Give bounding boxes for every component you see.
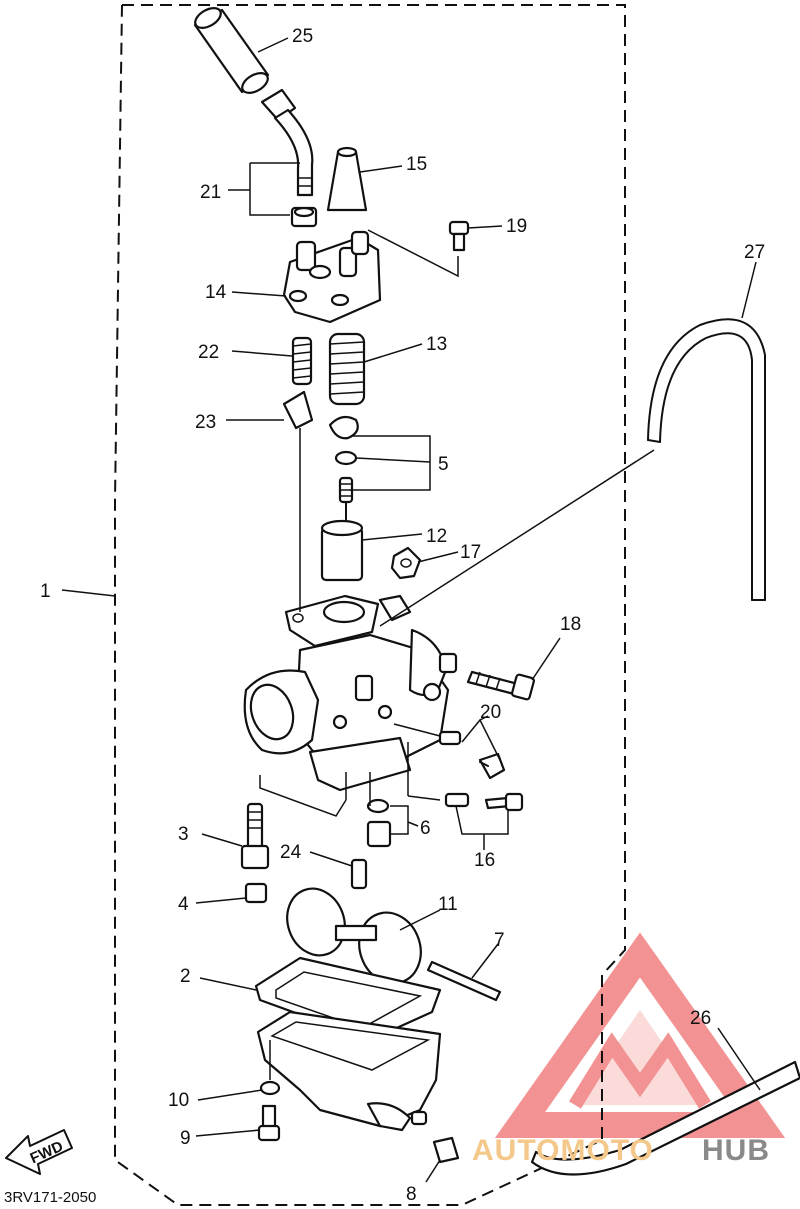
part-26-vent-hose <box>530 1060 800 1176</box>
callout-11: 11 <box>438 894 458 915</box>
callout-3: 3 <box>178 824 189 845</box>
callout-2: 2 <box>180 966 191 987</box>
callout-16: 16 <box>474 850 495 871</box>
fwd-label: FWD <box>28 1138 66 1167</box>
callout-1: 1 <box>40 581 51 602</box>
part-9-screw <box>257 1104 281 1142</box>
part-11-float <box>286 887 422 985</box>
part-24-pilot-jet <box>350 858 368 890</box>
carburetor-body <box>243 594 458 792</box>
part-8-drain-screw <box>410 1110 460 1164</box>
callout-22: 22 <box>198 342 219 363</box>
part-21-pipe <box>260 88 318 228</box>
callout-7: 7 <box>494 930 505 951</box>
part-5-clip <box>328 415 359 466</box>
callout-14: 14 <box>205 282 227 303</box>
part-19-screw <box>448 220 470 252</box>
callout-5: 5 <box>438 454 449 475</box>
part-2-gasket <box>254 956 442 1042</box>
callout-13: 13 <box>426 334 447 355</box>
callout-19: 19 <box>506 216 527 237</box>
watermark-text-a: AUTOMOTO <box>472 1134 654 1167</box>
part-3-jet-holder <box>240 802 270 870</box>
part-23-plunger <box>282 390 314 440</box>
part-27-overflow-hose <box>647 318 766 601</box>
fwd-arrow-icon: FWD <box>5 1129 73 1175</box>
callout-23: 23 <box>195 412 216 433</box>
callout-24: 24 <box>280 842 302 863</box>
part-6-drain-plug <box>366 798 392 848</box>
part-13-large-spring <box>328 332 366 406</box>
part-18-screw <box>466 670 535 701</box>
part-22-small-spring <box>291 336 313 386</box>
callout-9: 9 <box>180 1128 191 1149</box>
callout-17: 17 <box>460 542 481 563</box>
part-7-float-pin <box>426 960 502 1002</box>
callout-26: 26 <box>690 1008 711 1029</box>
part-17-nut <box>390 546 422 580</box>
watermark-text-b: HUB <box>702 1134 770 1167</box>
callout-12: 12 <box>426 526 447 547</box>
part-14-top-cover <box>282 230 382 324</box>
part-15-boot <box>326 146 368 212</box>
callout-21: 21 <box>200 182 221 203</box>
callout-4: 4 <box>178 894 189 915</box>
watermark-text: AUTOMOTO HUB <box>472 1134 770 1167</box>
callout-15: 15 <box>406 154 427 175</box>
part-25-cap <box>193 7 270 94</box>
part-10-washer <box>259 1080 281 1096</box>
leader-lines <box>61 37 761 1183</box>
callout-25: 25 <box>292 26 313 47</box>
callout-27: 27 <box>744 242 765 263</box>
part-16-idle-screw <box>444 792 524 812</box>
watermark-logo <box>494 932 786 1138</box>
float-chamber <box>256 1010 442 1132</box>
part-12-throttle-valve <box>320 519 364 582</box>
callout-labels: 25 21 15 19 14 22 13 23 5 12 17 1 18 20 … <box>40 26 765 1205</box>
part-4-main-jet <box>244 882 268 904</box>
callout-18: 18 <box>560 614 581 635</box>
callout-10: 10 <box>168 1090 189 1111</box>
assembly-boundary <box>114 4 626 1206</box>
callout-20: 20 <box>480 702 501 723</box>
catalog-code: 3RV171-2050 <box>4 1189 96 1206</box>
callout-8: 8 <box>406 1184 417 1205</box>
part-20-air-screw <box>438 730 506 780</box>
callout-6: 6 <box>420 818 431 839</box>
